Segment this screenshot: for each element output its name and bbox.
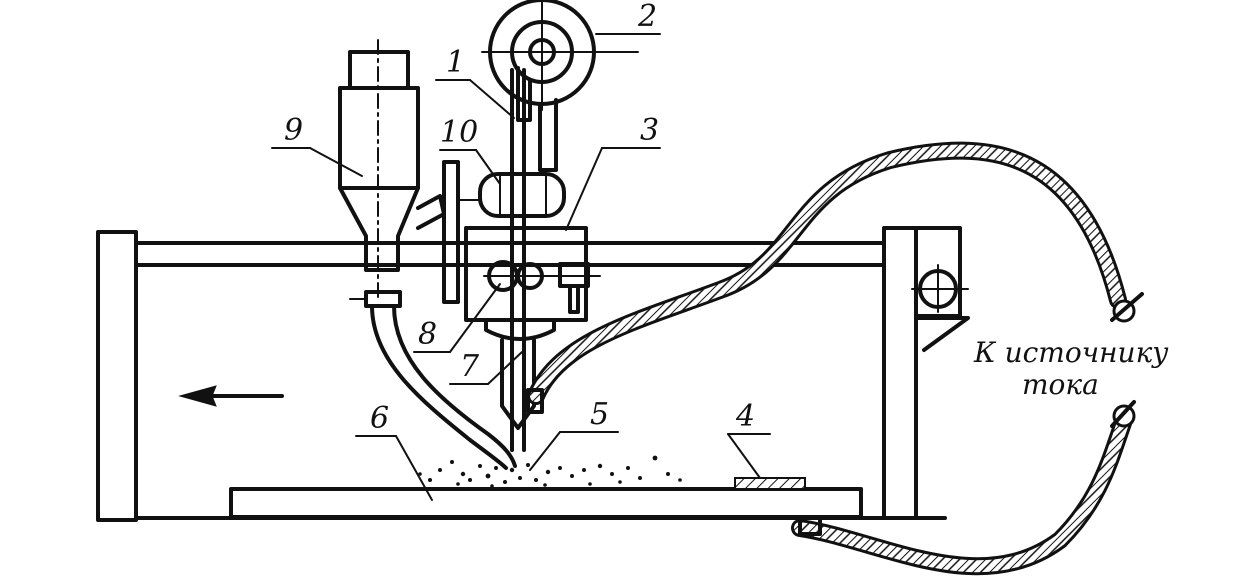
feed-mechanism [442,160,566,304]
source-label-line2: тока [1022,368,1099,401]
label-1: 1 [446,45,465,80]
return-cable [791,400,1136,576]
wire-reel [481,0,639,172]
flux-granules [418,455,682,488]
label-4: 4 [735,399,755,434]
source-label-line1: К источнику [973,336,1169,369]
label-9: 9 [284,113,303,148]
right-post [882,226,918,520]
flux-hopper [338,39,517,470]
welding-head [464,226,601,430]
weld-bead [734,477,806,490]
label-3: 3 [640,113,659,148]
label-10: 10 [440,115,478,150]
power-source-label: К источнику тока [973,336,1169,401]
leader-lines [271,33,771,501]
left-post [96,230,138,522]
part-labels: 1 2 3 4 5 6 7 8 9 10 [284,0,755,436]
welding-cable [526,141,1144,414]
workpiece-plate [229,477,863,519]
label-8: 8 [418,317,437,352]
label-7: 7 [460,349,480,384]
label-5: 5 [590,397,609,432]
label-2: 2 [637,0,657,34]
electrode-wire [510,68,526,452]
label-6: 6 [370,401,389,436]
travel-arrow [178,385,284,407]
